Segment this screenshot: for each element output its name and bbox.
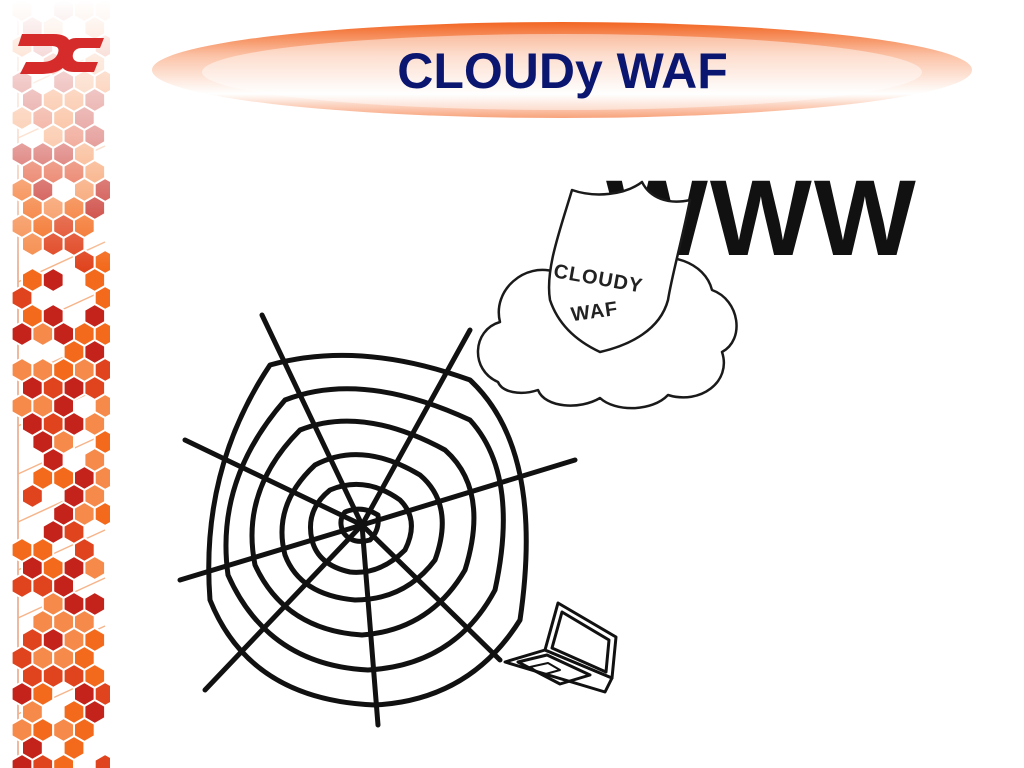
laptop-icon xyxy=(503,601,618,694)
hexagon-pattern xyxy=(0,0,110,768)
dc-logo-icon xyxy=(18,34,104,74)
title-banner xyxy=(152,22,972,118)
cloud-icon xyxy=(476,180,738,410)
spider-web-icon xyxy=(177,312,618,728)
slide-title: CLOUDy WAF xyxy=(397,43,728,99)
shield-icon xyxy=(547,180,692,354)
